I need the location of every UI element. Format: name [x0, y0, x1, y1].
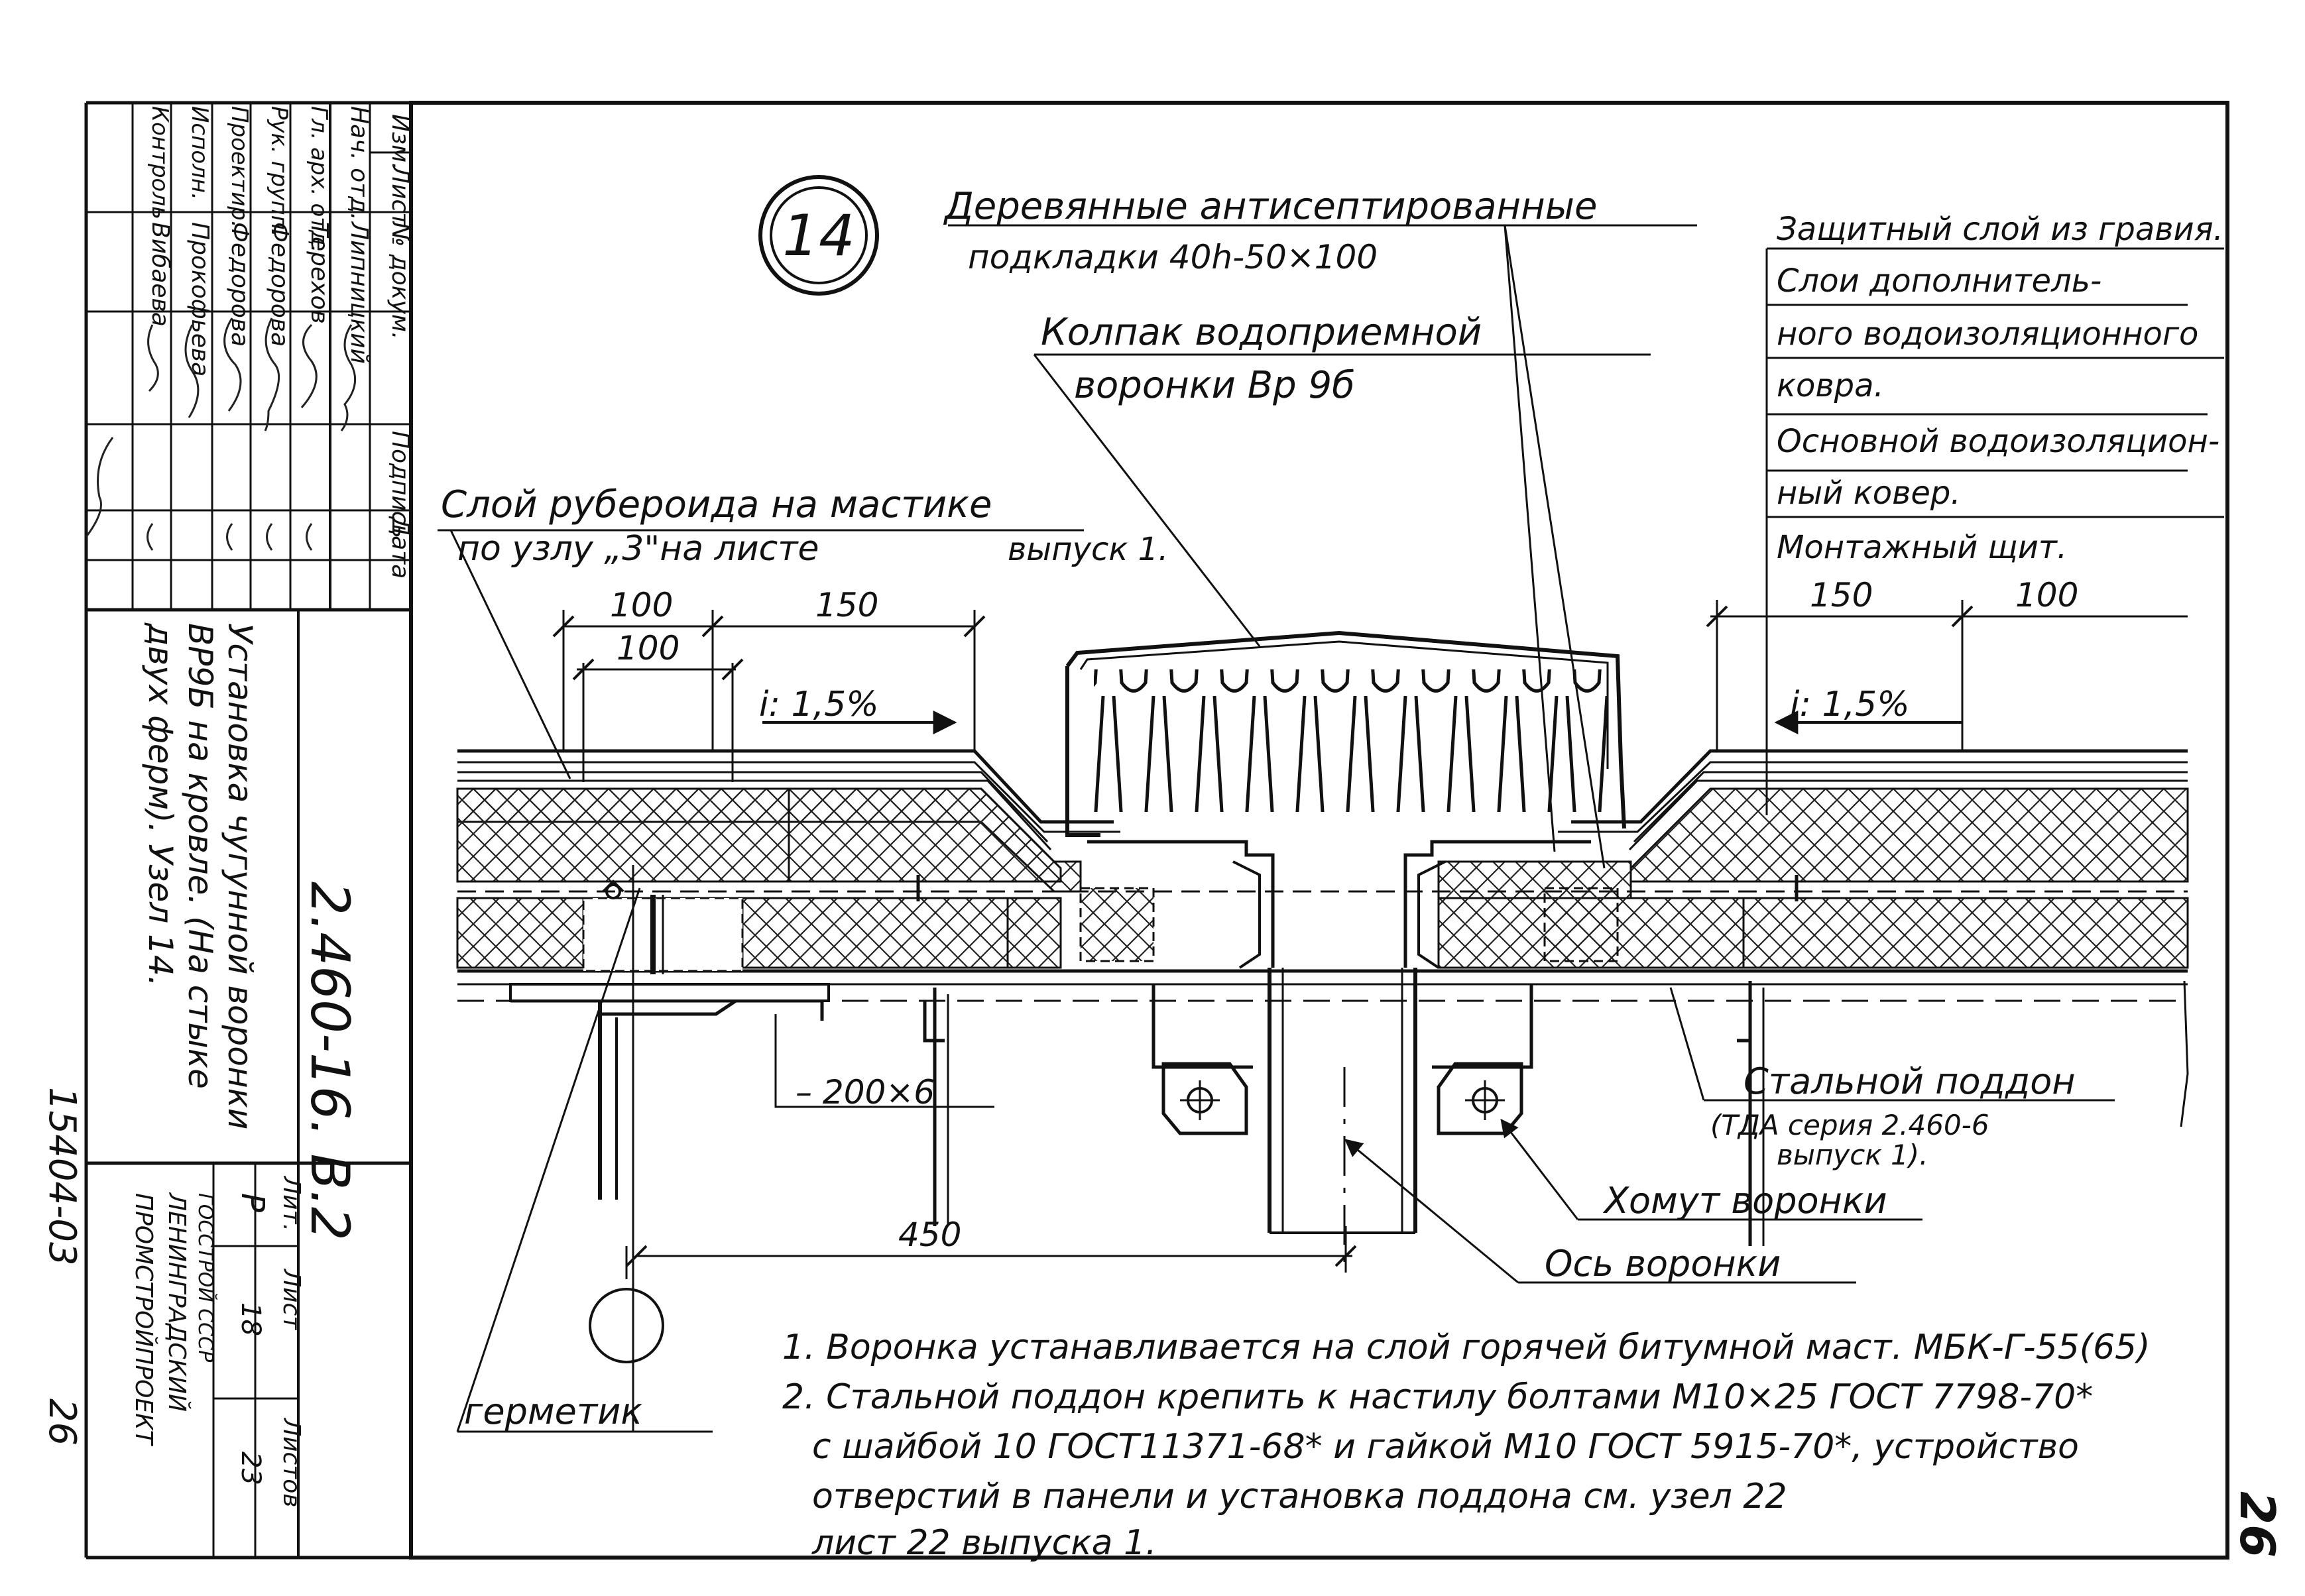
dim-left-b: 150: [815, 586, 878, 624]
tb-name: Прокофьева: [186, 222, 213, 376]
label-wood-pads-size: подкладки 40h-50×100: [968, 238, 1378, 276]
stage-header-sheets: Листов: [278, 1417, 305, 1507]
dim-right-a: 150: [1810, 576, 1873, 614]
stage-value-lit: Р: [234, 1193, 271, 1212]
labels: Деревянные антисептированные подкладки 4…: [441, 185, 2223, 1432]
stage-value-sheets: 23: [235, 1452, 266, 1485]
label-ruberoid-issue: выпуск 1.: [1008, 531, 1168, 568]
drawing-title-line: ВР9Б на кровле. (На стыке: [181, 623, 219, 1089]
note-line: лист 22 выпуска 1.: [811, 1523, 1157, 1563]
clamp-left: [1161, 1062, 1248, 1135]
tb-role: Рук. групп.: [266, 106, 292, 237]
label-axis: Ось воронки: [1545, 1243, 1781, 1284]
label-wood-pads: Деревянные антисептированные: [943, 185, 1597, 228]
tb-role: Проектир.: [226, 106, 253, 228]
label-steel-tray-issue: выпуск 1).: [1777, 1139, 1928, 1171]
dim-left-lower: 100: [617, 629, 680, 667]
drawing-title-line: Установка чугунной воронки: [221, 623, 259, 1129]
drawing-code: 2.460-16. В.2: [299, 882, 361, 1241]
label-steel-tray-series: (ТДА серия 2.460-6: [1710, 1109, 1989, 1141]
dim-right-b: 100: [2015, 576, 2078, 614]
note-line: 2. Стальной поддон крепить к настилу бол…: [782, 1377, 2093, 1417]
org-line: ЛЕНИНГРАДСКИЙ: [163, 1192, 191, 1412]
tb-name: Терехов: [306, 222, 333, 324]
tb-role: Нач. отд.: [345, 106, 373, 221]
notes: 1. Воронка устанавливается на слой горяч…: [782, 1328, 2151, 1563]
leaders: [438, 224, 2224, 1433]
archive-number: 15404-03: [40, 1087, 84, 1266]
title-block: Изм. Лист № докум. Подпись Дата Нач. отд…: [85, 103, 414, 1558]
drawing-title-line: двух ферм). Узел 14.: [141, 622, 180, 987]
node-number: 14: [782, 203, 855, 269]
tb-header-sheet: Лист: [386, 164, 414, 227]
layer-label: Монтажный щит.: [1777, 529, 2067, 566]
label-ruberoid-ref: по узлу „3"на листе: [457, 529, 819, 569]
layer-label: ного водоизоляционного: [1777, 315, 2198, 353]
label-sealant: герметик: [464, 1391, 642, 1432]
tb-role: Контроль: [147, 106, 173, 219]
tb-name: Федорова: [226, 222, 253, 347]
label-cap-type: воронки Вр 9б: [1074, 364, 1355, 407]
tb-name: Федорова: [266, 222, 293, 347]
dimensions: [552, 600, 2188, 1273]
label-ruberoid: Слой рубероида на мастике: [441, 483, 992, 526]
layer-label: Слои дополнитель-: [1777, 262, 2101, 300]
label-cap: Колпак водоприемной: [1041, 311, 1482, 354]
sheet-frame: [84, 101, 2229, 1560]
org-line: ПРОМСТРОЙПРОЕКТ: [130, 1193, 158, 1447]
label-steel-tray: Стальной поддон: [1744, 1060, 2076, 1102]
node-number-badge: 14: [758, 175, 879, 296]
label-slope-right: i: 1,5%: [1790, 685, 1910, 724]
label-slope-left: i: 1,5%: [759, 685, 879, 724]
tb-role: Гл. арх. отд.: [306, 106, 332, 253]
layer-label: Основной водоизоляцион-: [1777, 423, 2219, 460]
layer-label: ковра.: [1777, 367, 1884, 404]
tb-name: Липницкий: [345, 221, 373, 364]
note-line: с шайбой 10 ГОСТ11371-68* и гайкой М10 Г…: [812, 1427, 2079, 1467]
tb-header-sign: Подпись: [386, 431, 414, 538]
label-plate: – 200×6: [796, 1073, 935, 1112]
tb-role: Исполн.: [186, 106, 213, 200]
label-clamp: Хомут воронки: [1602, 1180, 1887, 1222]
stage-value-sheet: 18: [235, 1302, 266, 1336]
stage-header-sheet: Лист: [278, 1268, 305, 1330]
org-line: ГОССТРОЙ СССР: [194, 1193, 217, 1363]
dim-left-a: 100: [610, 586, 673, 624]
signatures: [85, 317, 357, 551]
layer-label: ный ковер.: [1777, 475, 1961, 512]
tb-header-date: Дата: [386, 516, 414, 579]
tb-name: Вибаева: [147, 222, 174, 327]
layer-label: Защитный слой из гравия.: [1777, 211, 2223, 248]
tb-header-doc: № докум.: [386, 221, 414, 339]
dim-bottom: 450: [898, 1216, 961, 1254]
roof-section: [456, 630, 2189, 1246]
sealant-marker: [589, 1288, 664, 1363]
stage-header-lit: Лит.: [278, 1175, 305, 1231]
page-number: 26: [2229, 1491, 2285, 1558]
note-line: 1. Воронка устанавливается на слой горяч…: [782, 1328, 2151, 1367]
note-line: отверстий в панели и установка поддона с…: [812, 1477, 1787, 1516]
tb-header-change: Изм.: [386, 114, 414, 170]
archive-page: 26: [40, 1398, 84, 1446]
clamp-right: [1437, 1062, 1523, 1135]
